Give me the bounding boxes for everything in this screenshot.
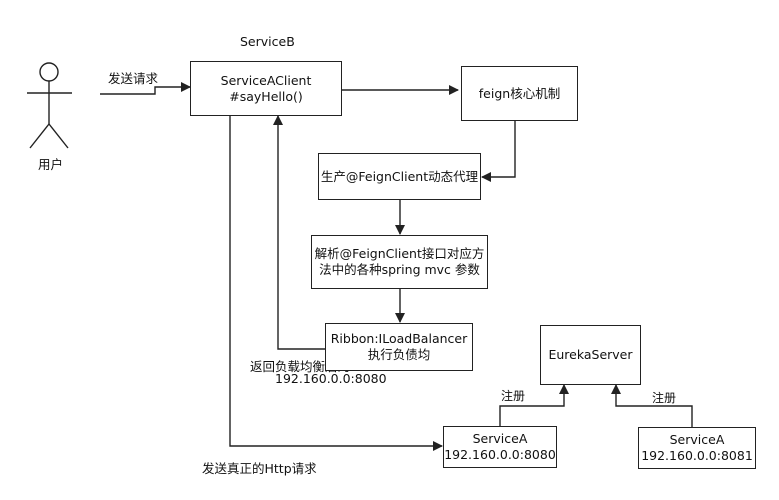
service-a-8080-box: ServiceA 192.160.0.0:8080	[443, 426, 557, 468]
arrow-feign-to-proxy	[481, 121, 516, 182]
arrow-user-to-client	[100, 82, 191, 95]
ribbon-line2: 执行负债均	[367, 347, 431, 362]
send-http-label: 发送真正的Http请求	[202, 461, 317, 476]
eureka-server-box: EurekaServer	[540, 325, 641, 385]
return-address-label: 192.160.0.0:8080	[275, 371, 387, 386]
parse-params-line1: 解析@FeignClient接口对应方	[314, 246, 485, 261]
arrow-ribbon-to-client	[273, 115, 325, 350]
say-hello-label: #sayHello()	[229, 88, 303, 104]
send-request-label: 发送请求	[108, 71, 159, 86]
ribbon-box: Ribbon:ILoadBalancer 执行负债均	[325, 323, 473, 371]
service-a-8080-address: 192.160.0.0:8080	[444, 447, 556, 462]
feign-proxy-box: 生产@FeignClient动态代理	[318, 153, 481, 200]
feign-core-box: feign核心机制	[461, 66, 578, 121]
arrow-serviceA1-to-eureka	[499, 384, 569, 426]
arrow-serviceA2-to-eureka	[611, 384, 693, 427]
arrow-client-to-serviceA	[229, 116, 443, 451]
user-label: 用户	[38, 157, 64, 172]
service-a-8081-box: ServiceA 192.160.0.0:8081	[638, 427, 756, 469]
register-label-right: 注册	[652, 391, 677, 405]
service-a-8081-name: ServiceA	[669, 432, 725, 447]
service-a-client-label: ServiceAClient	[220, 72, 312, 88]
service-b-label: ServiceB	[240, 34, 295, 49]
parse-params-box: 解析@FeignClient接口对应方 法中的各种spring mvc 参数	[311, 235, 488, 289]
feign-proxy-label: 生产@FeignClient动态代理	[320, 168, 479, 184]
service-a-8081-address: 192.160.0.0:8081	[641, 448, 753, 463]
register-label-left: 注册	[501, 389, 526, 403]
service-a-8080-name: ServiceA	[472, 431, 528, 446]
ribbon-line1: Ribbon:ILoadBalancer	[330, 331, 468, 346]
user-actor-icon	[27, 62, 72, 149]
eureka-server-label: EurekaServer	[548, 347, 633, 362]
parse-params-line2: 法中的各种spring mvc 参数	[319, 262, 480, 277]
feign-core-label: feign核心机制	[478, 85, 561, 101]
service-a-client-box: ServiceAClient #sayHello()	[190, 61, 342, 116]
